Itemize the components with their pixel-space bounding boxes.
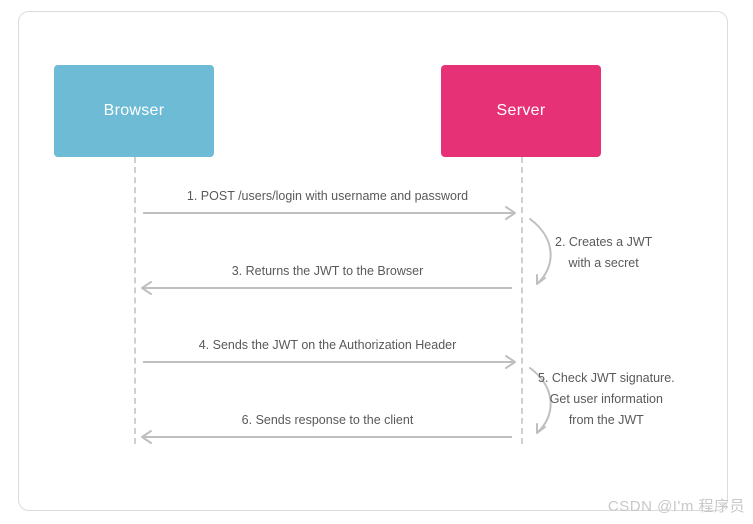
self-call-note-2-line-1: 2. Creates a JWT xyxy=(555,235,653,249)
lifeline-server xyxy=(521,157,523,444)
self-call-note-2-line-2: with a secret xyxy=(568,256,639,270)
message-label-4: 4. Sends the JWT on the Authorization He… xyxy=(198,338,457,352)
self-call-note-5-line-2: Get user information xyxy=(549,392,663,406)
self-call-note-5: 5. Check JWT signature. Get user informa… xyxy=(538,368,675,431)
participant-server-label: Server xyxy=(496,102,546,119)
lifeline-browser xyxy=(134,157,136,444)
self-call-note-5-line-1: 5. Check JWT signature. xyxy=(538,371,675,385)
self-call-note-5-line-3: from the JWT xyxy=(568,413,644,427)
self-call-note-2: 2. Creates a JWT with a secret xyxy=(555,232,652,274)
message-label-6: 6. Sends response to the client xyxy=(241,413,414,427)
watermark: CSDN @I'm 程序员 xyxy=(607,498,745,515)
message-label-3: 3. Returns the JWT to the Browser xyxy=(231,264,424,278)
message-label-1: 1. POST /users/login with username and p… xyxy=(186,189,469,203)
participant-browser[interactable]: Browser xyxy=(54,65,214,157)
participant-browser-label: Browser xyxy=(103,102,165,119)
participant-server[interactable]: Server xyxy=(441,65,601,157)
